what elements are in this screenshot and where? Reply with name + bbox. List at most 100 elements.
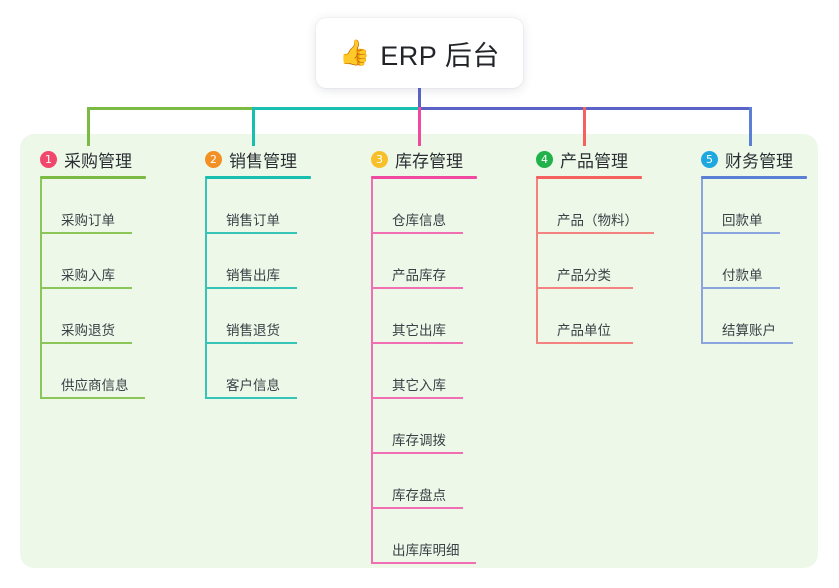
branch-underline-5 xyxy=(701,176,807,179)
leaf-item[interactable]: 回款单 xyxy=(701,179,839,234)
branch-spine-4 xyxy=(536,179,538,344)
branch-leaf-list-5: 回款单 付款单 结算账户 xyxy=(701,179,839,344)
leaf-underline xyxy=(40,397,145,399)
leaf-label: 客户信息 xyxy=(226,378,280,393)
leaf-item[interactable]: 产品（物料） xyxy=(536,179,696,234)
branch-column-5: 5 财务管理 回款单 付款单 结算账户 xyxy=(701,146,839,344)
branch-underline-3 xyxy=(371,176,477,179)
leaf-underline xyxy=(371,452,463,454)
leaf-underline xyxy=(40,287,132,289)
leaf-underline xyxy=(371,287,463,289)
leaf-item[interactable]: 其它入库 xyxy=(371,344,519,399)
leaf-label: 库存调拨 xyxy=(392,433,446,448)
root-node-label: ERP 后台 xyxy=(380,40,500,71)
leaf-label: 回款单 xyxy=(722,213,763,228)
branch-spine-1 xyxy=(40,179,42,399)
leaf-item[interactable]: 出库库明细 xyxy=(371,509,519,564)
leaf-item[interactable]: 销售退货 xyxy=(205,289,353,344)
branch-number-badge-5: 5 xyxy=(701,150,718,168)
connector-drop-col1 xyxy=(87,107,90,146)
connector-drop-col2 xyxy=(252,107,255,146)
leaf-item[interactable]: 采购退货 xyxy=(40,289,188,344)
leaf-item[interactable]: 仓库信息 xyxy=(371,179,519,234)
branch-number-badge-2: 2 xyxy=(205,150,222,168)
branch-header-1[interactable]: 1 采购管理 xyxy=(40,146,188,172)
leaf-item[interactable]: 采购订单 xyxy=(40,179,188,234)
leaf-label: 其它出库 xyxy=(392,323,446,338)
leaf-label: 产品单位 xyxy=(557,323,611,338)
branch-header-4[interactable]: 4 产品管理 xyxy=(536,146,696,172)
branch-column-4: 4 产品管理 产品（物料） 产品分类 产品单位 xyxy=(536,146,696,344)
branch-spine-3 xyxy=(371,179,373,564)
connector-drop-col5 xyxy=(749,107,752,146)
branch-number-badge-4: 4 xyxy=(536,150,553,168)
leaf-label: 采购退货 xyxy=(61,323,115,338)
diagram-panel xyxy=(20,134,818,568)
leaf-item[interactable]: 付款单 xyxy=(701,234,839,289)
leaf-label: 库存盘点 xyxy=(392,488,446,503)
leaf-label: 供应商信息 xyxy=(61,378,129,393)
root-node[interactable]: 👍 ERP 后台 xyxy=(316,18,523,88)
leaf-underline xyxy=(40,232,132,234)
branch-spine-5 xyxy=(701,179,703,344)
leaf-item[interactable]: 产品分类 xyxy=(536,234,696,289)
connector-root-stem xyxy=(418,86,421,110)
leaf-underline xyxy=(371,397,463,399)
leaf-item[interactable]: 库存盘点 xyxy=(371,454,519,509)
leaf-underline xyxy=(205,397,297,399)
leaf-label: 销售退货 xyxy=(226,323,280,338)
leaf-underline xyxy=(371,342,463,344)
leaf-underline xyxy=(371,232,463,234)
branch-leaf-list-3: 仓库信息 产品库存 其它出库 其它入库 库存调拨 库存盘点 xyxy=(371,179,519,564)
leaf-label: 产品库存 xyxy=(392,268,446,283)
leaf-underline xyxy=(701,232,780,234)
leaf-item[interactable]: 产品单位 xyxy=(536,289,696,344)
leaf-underline xyxy=(536,287,633,289)
leaf-underline xyxy=(205,232,297,234)
leaf-underline xyxy=(536,232,654,234)
leaf-underline xyxy=(701,342,793,344)
leaf-underline xyxy=(205,342,297,344)
leaf-label: 产品分类 xyxy=(557,268,611,283)
leaf-label: 付款单 xyxy=(722,268,763,283)
leaf-label: 其它入库 xyxy=(392,378,446,393)
leaf-label: 采购订单 xyxy=(61,213,115,228)
leaf-label: 销售订单 xyxy=(226,213,280,228)
leaf-underline xyxy=(536,342,633,344)
leaf-item[interactable]: 客户信息 xyxy=(205,344,353,399)
branch-underline-2 xyxy=(205,176,311,179)
branch-leaf-list-2: 销售订单 销售出库 销售退货 客户信息 xyxy=(205,179,353,399)
leaf-underline xyxy=(371,562,476,564)
connector-bus-segment-2 xyxy=(252,107,420,110)
branch-title-1: 采购管理 xyxy=(64,151,132,171)
branch-column-3: 3 库存管理 仓库信息 产品库存 其它出库 其它入库 库存调拨 xyxy=(371,146,519,564)
branch-header-5[interactable]: 5 财务管理 xyxy=(701,146,839,172)
branch-title-4: 产品管理 xyxy=(560,151,628,171)
branch-leaf-list-1: 采购订单 采购入库 采购退货 供应商信息 xyxy=(40,179,188,399)
leaf-item[interactable]: 销售出库 xyxy=(205,234,353,289)
leaf-label: 销售出库 xyxy=(226,268,280,283)
leaf-item[interactable]: 采购入库 xyxy=(40,234,188,289)
leaf-label: 仓库信息 xyxy=(392,213,446,228)
thumbs-up-icon: 👍 xyxy=(339,38,371,67)
leaf-item[interactable]: 销售订单 xyxy=(205,179,353,234)
branch-underline-4 xyxy=(536,176,642,179)
branch-column-1: 1 采购管理 采购订单 采购入库 采购退货 供应商信息 xyxy=(40,146,188,399)
leaf-item[interactable]: 结算账户 xyxy=(701,289,839,344)
branch-header-2[interactable]: 2 销售管理 xyxy=(205,146,353,172)
branch-number-badge-1: 1 xyxy=(40,150,57,168)
branch-header-3[interactable]: 3 库存管理 xyxy=(371,146,519,172)
leaf-item[interactable]: 产品库存 xyxy=(371,234,519,289)
leaf-item[interactable]: 供应商信息 xyxy=(40,344,188,399)
leaf-item[interactable]: 库存调拨 xyxy=(371,399,519,454)
branch-underline-1 xyxy=(40,176,146,179)
leaf-item[interactable]: 其它出库 xyxy=(371,289,519,344)
branch-column-2: 2 销售管理 销售订单 销售出库 销售退货 客户信息 xyxy=(205,146,353,399)
branch-number-badge-3: 3 xyxy=(371,150,388,168)
leaf-underline xyxy=(205,287,297,289)
leaf-label: 产品（物料） xyxy=(557,213,638,228)
branch-title-2: 销售管理 xyxy=(229,151,297,171)
leaf-underline xyxy=(40,342,132,344)
leaf-underline xyxy=(701,287,780,289)
